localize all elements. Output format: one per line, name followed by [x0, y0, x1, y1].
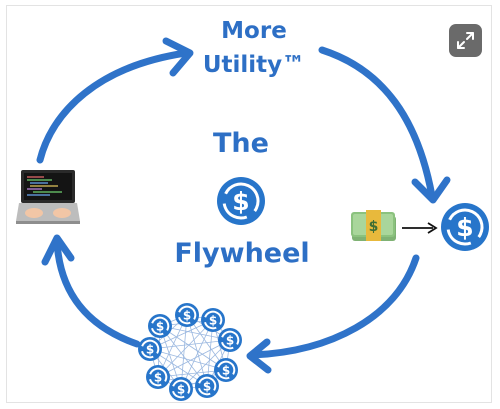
- coin-network-icon: [137, 302, 243, 402]
- laptop-icon: [16, 170, 80, 224]
- svg-text:$: $: [232, 187, 249, 216]
- arrow-head-left: [41, 234, 75, 266]
- center-title-line2: Flywheel: [174, 238, 309, 269]
- arrow-to-coin: [402, 222, 438, 234]
- money-stack-icon: $: [351, 210, 396, 241]
- usdc-coin-icon: $: [441, 203, 489, 251]
- center-coin-icon: $: [217, 177, 265, 225]
- svg-text:$: $: [369, 219, 379, 235]
- arrow-top-to-right: [318, 46, 436, 200]
- expand-icon: [457, 32, 474, 49]
- arrow-bottom-to-left: [53, 238, 141, 348]
- center-title-line1: The: [213, 128, 269, 159]
- top-label-line1: More: [221, 18, 287, 44]
- arrow-head-top: [162, 37, 194, 77]
- arrow-right-to-bottom: [248, 254, 420, 359]
- expand-button[interactable]: [449, 24, 482, 57]
- arrow-head-bottom: [246, 338, 272, 374]
- top-label-line2: Utility™: [203, 52, 305, 78]
- arrow-left-to-top: [36, 49, 190, 164]
- svg-text:$: $: [456, 213, 473, 242]
- arrow-head-right: [411, 176, 451, 204]
